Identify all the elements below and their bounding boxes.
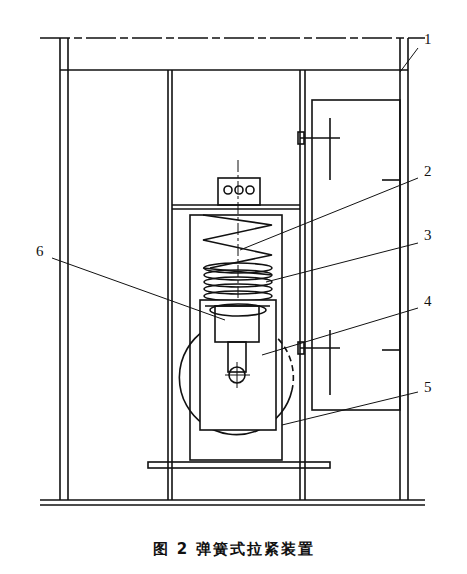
leader-lines [52, 48, 418, 425]
inner-columns [148, 70, 330, 500]
callout-number: 2 [424, 164, 432, 179]
side-door [298, 100, 400, 410]
figure-caption: 图 2 弹簧式拉紧装置 [153, 540, 316, 559]
spring-bracket [218, 178, 260, 205]
outer-frame [40, 38, 425, 505]
carriage [200, 300, 276, 430]
callout-number: 6 [36, 244, 44, 259]
callout-number: 5 [424, 380, 432, 395]
callout-number: 3 [424, 228, 432, 243]
callout-number: 4 [424, 294, 432, 309]
spring [203, 215, 272, 301]
callout-number: 1 [424, 32, 432, 47]
spring-winding [203, 268, 272, 275]
